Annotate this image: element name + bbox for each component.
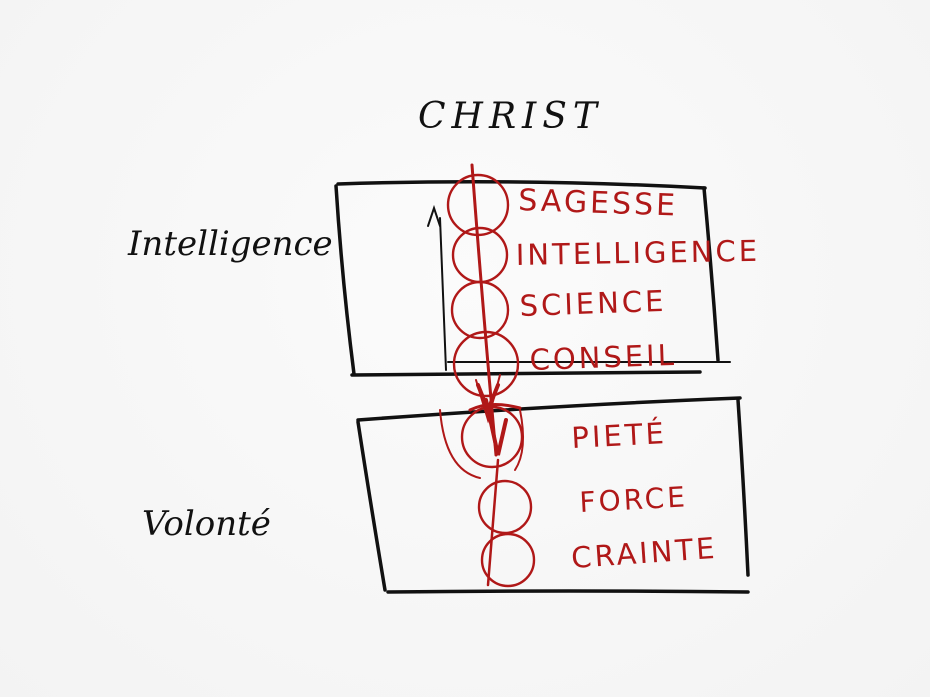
circle-sagesse xyxy=(446,173,510,237)
red-vertical-arrow-line xyxy=(470,163,498,457)
red-cross-stroke xyxy=(468,403,522,412)
gift-piete: PIETÉ xyxy=(571,416,668,455)
red-arrow-mark xyxy=(475,374,501,424)
upper-inner-line xyxy=(439,217,447,371)
circle-piete xyxy=(460,405,524,469)
red-arrow-head xyxy=(484,398,508,456)
lower-box-right-edge xyxy=(736,398,750,577)
lower-box xyxy=(356,396,750,594)
label-volonte: Volonté xyxy=(142,504,271,544)
circle-crainte xyxy=(480,532,536,588)
lower-box-left-edge xyxy=(356,420,387,592)
lower-box-top-edge xyxy=(356,396,742,422)
upper-box-bottom-edge xyxy=(350,370,702,377)
upper-box-left-edge xyxy=(334,184,356,376)
circle-force xyxy=(477,479,533,535)
lower-gift-labels: PIETÉ FORCE CRAINTE xyxy=(570,416,718,575)
red-bracket-left xyxy=(439,409,481,479)
red-lower-axis xyxy=(486,458,500,587)
red-bracket-right xyxy=(514,409,525,471)
circle-chain xyxy=(446,173,536,588)
gift-science: SCIENCE xyxy=(519,284,667,323)
gift-sagesse: SAGESSE xyxy=(518,183,679,224)
upper-box-right-edge xyxy=(702,186,720,362)
circle-conseil xyxy=(452,330,520,398)
circle-science xyxy=(450,280,510,340)
title-christ: CHRIST xyxy=(418,96,603,137)
upper-box-top-edge xyxy=(336,180,707,190)
caret-mark xyxy=(427,204,441,227)
upper-box xyxy=(334,180,731,377)
lower-box-bottom-edge xyxy=(386,589,750,594)
upper-gift-labels: SAGESSE INTELLIGENCE SCIENCE CONSEIL xyxy=(516,183,761,377)
label-intelligence: Intelligence xyxy=(127,224,333,264)
gift-force: FORCE xyxy=(579,480,689,519)
gift-intelligence: INTELLIGENCE xyxy=(516,234,761,272)
gift-conseil: CONSEIL xyxy=(529,338,677,377)
red-axis xyxy=(439,163,525,587)
gift-crainte: CRAINTE xyxy=(570,531,718,575)
